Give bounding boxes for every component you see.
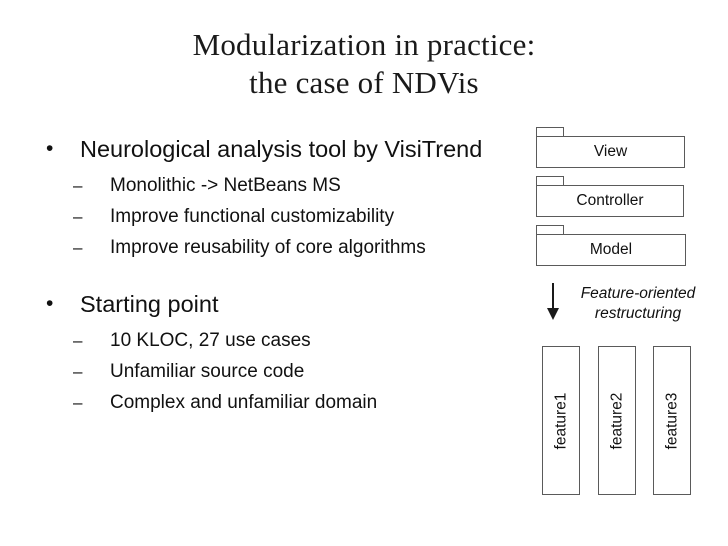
sub-bullet-1-1: – Monolithic -> NetBeans MS — [34, 170, 534, 201]
title-line-1: Modularization in practice: — [192, 27, 536, 62]
slide-body: • Neurological analysis tool by VisiTren… — [34, 134, 534, 418]
package-body-model: Model — [536, 234, 686, 266]
slide-title: Modularization in practice: the case of … — [64, 26, 664, 102]
title-line-2: the case of NDVis — [249, 65, 479, 100]
arrow-annotation-line-1: Feature-oriented — [580, 285, 696, 302]
sub-bullet-1-2: – Improve functional customizability — [34, 201, 534, 232]
down-arrow-icon — [546, 283, 560, 320]
dash-marker-icon: – — [73, 207, 83, 226]
sub-bullet-2-2: – Unfamiliar source code — [34, 356, 534, 387]
package-tab-icon — [536, 176, 564, 185]
package-label-controller: Controller — [576, 192, 644, 210]
sub-bullet-1-3-text: Improve reusability of core algorithms — [110, 237, 426, 258]
sub-bullet-1-1-text: Monolithic -> NetBeans MS — [110, 175, 341, 196]
sub-bullet-2-3: – Complex and unfamiliar domain — [34, 387, 534, 418]
dash-marker-icon: – — [73, 362, 83, 381]
bullet-group-1: • Neurological analysis tool by VisiTren… — [34, 134, 534, 263]
arrow-annotation-line-2: restructuring — [594, 305, 682, 322]
package-label-model: Model — [589, 241, 633, 259]
arrow-shaft — [552, 283, 554, 310]
bullet-group-2: • Starting point – 10 KLOC, 27 use cases… — [34, 289, 534, 418]
dash-marker-icon: – — [73, 176, 83, 195]
sub-bullet-2-3-text: Complex and unfamiliar domain — [110, 392, 378, 413]
feature-box-3: feature3 — [653, 346, 691, 495]
feature-label-3: feature3 — [663, 392, 681, 449]
dash-marker-icon: – — [73, 393, 83, 412]
package-label-view: View — [593, 143, 628, 161]
bullet-marker-icon: • — [46, 137, 54, 160]
feature-label-1: feature1 — [552, 392, 570, 449]
package-body-view: View — [536, 136, 685, 168]
bullet-heading-2-text: Starting point — [80, 291, 219, 317]
arrow-annotation: Feature-oriented restructuring — [558, 284, 718, 324]
dash-marker-icon: – — [73, 331, 83, 350]
dash-marker-icon: – — [73, 238, 83, 257]
sub-bullet-2-2-text: Unfamiliar source code — [110, 361, 305, 382]
sub-bullet-2-1-text: 10 KLOC, 27 use cases — [110, 330, 311, 351]
package-body-controller: Controller — [536, 185, 684, 217]
feature-box-1: feature1 — [542, 346, 580, 495]
architecture-diagram: View Controller Model Feature-oriented r… — [530, 118, 720, 510]
bullet-heading-1-text: Neurological analysis tool by VisiTrend — [80, 136, 483, 162]
bullet-marker-icon: • — [46, 292, 54, 315]
bullet-heading-2: • Starting point — [34, 289, 534, 319]
package-tab-icon — [536, 225, 564, 234]
sub-bullet-1-2-text: Improve functional customizability — [110, 206, 395, 227]
package-tab-icon — [536, 127, 564, 136]
feature-label-2: feature2 — [608, 392, 626, 449]
bullet-heading-1: • Neurological analysis tool by VisiTren… — [34, 134, 534, 164]
bullet-group-spacer — [34, 263, 534, 289]
sub-bullet-1-3: – Improve reusability of core algorithms — [34, 232, 534, 263]
sub-bullet-2-1: – 10 KLOC, 27 use cases — [34, 325, 534, 356]
arrow-head — [547, 308, 559, 320]
feature-box-2: feature2 — [598, 346, 636, 495]
